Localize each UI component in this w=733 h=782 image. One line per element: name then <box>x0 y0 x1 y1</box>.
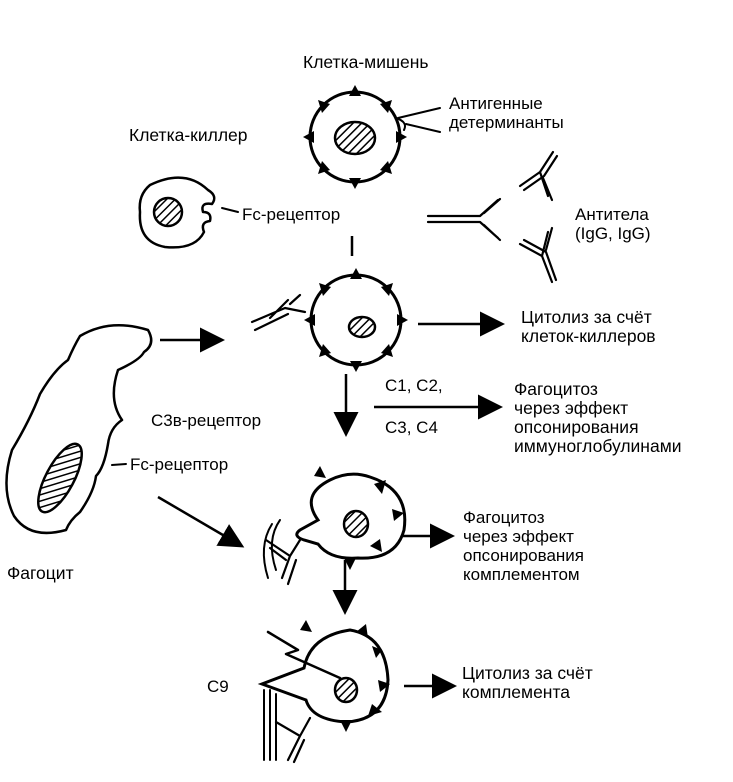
label-phagocyte: Фагоцит <box>7 563 74 583</box>
label-c9: C9 <box>207 677 229 696</box>
label-phagocytosis-complement: Фагоцитоз через эффект опсонирования ком… <box>463 508 584 584</box>
target-cell-4 <box>257 620 390 732</box>
antibody-on-cell-3 <box>264 538 302 586</box>
label-target-cell: Клетка-мишень <box>303 52 429 72</box>
label-antigenic-determinants: Антигенные детерминанты <box>449 94 564 132</box>
phagocyte-contact-4 <box>263 689 277 761</box>
killer-cell <box>138 176 216 249</box>
phagocyte-contact-3 <box>262 519 281 579</box>
target-cell-top <box>303 85 407 189</box>
antibody-on-cell-2 <box>250 293 307 332</box>
antibody-on-cell-4 <box>274 716 312 764</box>
label-fc-receptor-killer: Fc-рецептор <box>242 205 341 224</box>
label-phagocytosis-ig: Фагоцитоз через эффект опсонирования имм… <box>514 379 682 456</box>
label-killer-cell: Клетка-киллер <box>129 125 248 145</box>
label-fc-receptor-phagocyte: Fc-рецептор <box>130 455 229 474</box>
target-cell-2 <box>304 268 408 372</box>
label-complement-bottom: C3, C4 <box>385 418 438 437</box>
target-cell-3 <box>295 466 407 570</box>
label-antibodies: Антитела (IgG, IgG) <box>575 205 651 243</box>
label-c3b-receptor: C3в-рецептор <box>151 411 262 430</box>
c9-lightning <box>266 630 342 680</box>
antibody-group-top <box>426 150 559 284</box>
arrow-phagocyte-to-cell3 <box>157 495 245 548</box>
label-complement-top: C1, C2, <box>385 376 443 395</box>
phagocyte-cell <box>5 324 153 535</box>
label-cytolysis-complement: Цитолиз за счёт комплемента <box>462 663 593 702</box>
antigen-pointer <box>395 107 441 133</box>
label-cytolysis-killer: Цитолиз за счёт клеток-киллеров <box>521 307 656 346</box>
